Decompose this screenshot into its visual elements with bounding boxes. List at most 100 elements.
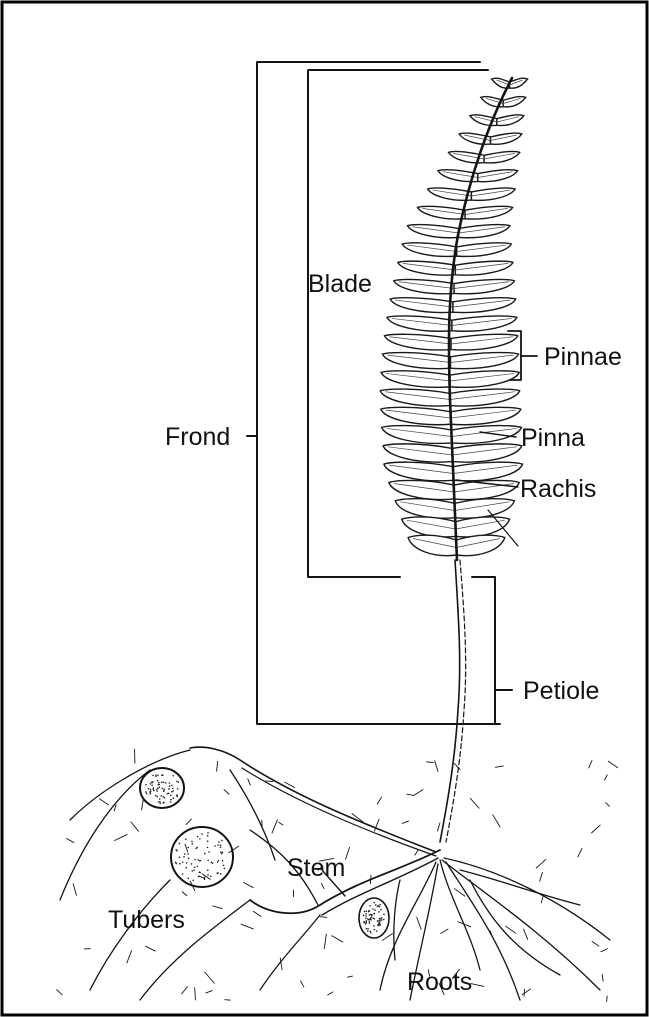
- root-hair: [248, 779, 251, 785]
- stipple-dot: [196, 847, 198, 849]
- stipple-dot: [175, 849, 177, 851]
- stipple-dot: [373, 918, 375, 920]
- pinna-leaf: [402, 517, 456, 537]
- stipple-dot: [182, 861, 184, 863]
- stipple-dot: [163, 802, 165, 804]
- stipple-dot: [366, 921, 368, 923]
- frond-label: Frond: [165, 423, 230, 451]
- tubers-label: Tubers: [108, 906, 185, 934]
- pinna-leaf: [408, 535, 456, 555]
- stipple-dot: [163, 788, 165, 790]
- pinna-leaf: [452, 316, 517, 331]
- pinna-leaf: [384, 462, 453, 481]
- stipple-dot: [377, 925, 379, 927]
- stipple-dot: [221, 853, 223, 855]
- stipple-dot: [170, 795, 172, 797]
- stipple-dot: [156, 796, 158, 798]
- stipple-dot: [157, 787, 159, 789]
- stipple-dot: [201, 833, 203, 835]
- stipple-dot: [223, 865, 225, 867]
- stipple-dot: [207, 869, 209, 871]
- root-hair: [605, 775, 608, 780]
- stipple-dot: [155, 775, 157, 777]
- stipple-dot: [207, 835, 209, 837]
- stipple-dot: [187, 847, 189, 849]
- stipple-dot: [373, 925, 375, 927]
- stipple-dot: [150, 789, 152, 791]
- root-hair: [522, 989, 530, 995]
- stipple-dot: [207, 874, 209, 876]
- stipple-dot: [171, 785, 173, 787]
- stipple-dot: [161, 774, 163, 776]
- runner: [190, 747, 436, 852]
- stipple-dot: [151, 781, 153, 783]
- root-hair: [578, 849, 582, 857]
- pinna-leaf: [471, 188, 515, 200]
- stipple-dot: [366, 928, 368, 930]
- root-hair: [608, 761, 617, 767]
- root-hair: [602, 974, 603, 981]
- pinna-leaf: [455, 499, 515, 519]
- stipple-dot: [220, 844, 222, 846]
- stipple-dot: [150, 783, 152, 785]
- root-hair: [348, 976, 353, 977]
- root-hair: [182, 987, 188, 994]
- root-hair: [370, 875, 371, 883]
- pinna-leaf: [453, 462, 522, 481]
- stipple-dot: [380, 909, 382, 911]
- pinna-leaf: [465, 206, 513, 219]
- pinna-leaf: [451, 334, 518, 350]
- pinna-leaf: [382, 426, 452, 444]
- pinna-label: Pinna: [521, 424, 585, 452]
- stipple-dot: [170, 801, 172, 803]
- stipple-dot: [373, 902, 375, 904]
- stipple-dot: [207, 860, 209, 862]
- stipple-dot: [158, 782, 160, 784]
- pinna-leaf: [497, 115, 524, 126]
- stipple-dot: [221, 840, 223, 842]
- stipple-dot: [185, 838, 187, 840]
- stipple-dot: [150, 793, 152, 795]
- petiole-stalk: [440, 560, 460, 842]
- pinna-leaf: [408, 225, 459, 238]
- stipple-dot: [172, 788, 174, 790]
- root-hair: [382, 934, 392, 941]
- root-hair: [426, 762, 433, 763]
- root-hair: [435, 761, 438, 772]
- stipple-dot: [222, 851, 224, 853]
- root-hair: [496, 766, 504, 767]
- stipple-dot: [157, 774, 159, 776]
- stipple-dot: [175, 862, 177, 864]
- stipple-dot: [173, 797, 175, 799]
- stipple-dot: [207, 832, 209, 834]
- root-hair: [541, 897, 543, 903]
- pinna-leaf: [454, 279, 514, 293]
- stipple-dot: [379, 906, 381, 908]
- petiole-bracket: [472, 577, 495, 724]
- stipple-dot: [159, 801, 161, 803]
- stipple-dot: [155, 795, 157, 797]
- petiole-label: Petiole: [523, 677, 599, 705]
- stipple-dot: [161, 781, 163, 783]
- pinna-leaf: [389, 480, 454, 499]
- stipple-dot: [217, 844, 219, 846]
- stipple-dot: [368, 919, 370, 921]
- pinna-leaf: [382, 353, 450, 369]
- pinna-leaf: [456, 535, 504, 555]
- stipple-dot: [159, 803, 161, 805]
- pinna-leaf: [387, 316, 452, 331]
- stipple-dot: [372, 908, 374, 910]
- stipple-dot: [366, 910, 368, 912]
- root-hair: [142, 800, 144, 810]
- root-hair: [244, 882, 254, 887]
- stipple-dot: [220, 852, 222, 854]
- stipple-dot: [145, 784, 147, 786]
- pinna-leaf: [450, 371, 519, 388]
- stipple-dot: [176, 796, 178, 798]
- root-hair: [506, 926, 516, 933]
- root-hair: [402, 821, 408, 823]
- pinna-leaf: [451, 407, 521, 424]
- stipple-dot: [383, 919, 385, 921]
- root-hair: [493, 815, 500, 827]
- pinna-leaf: [452, 444, 521, 462]
